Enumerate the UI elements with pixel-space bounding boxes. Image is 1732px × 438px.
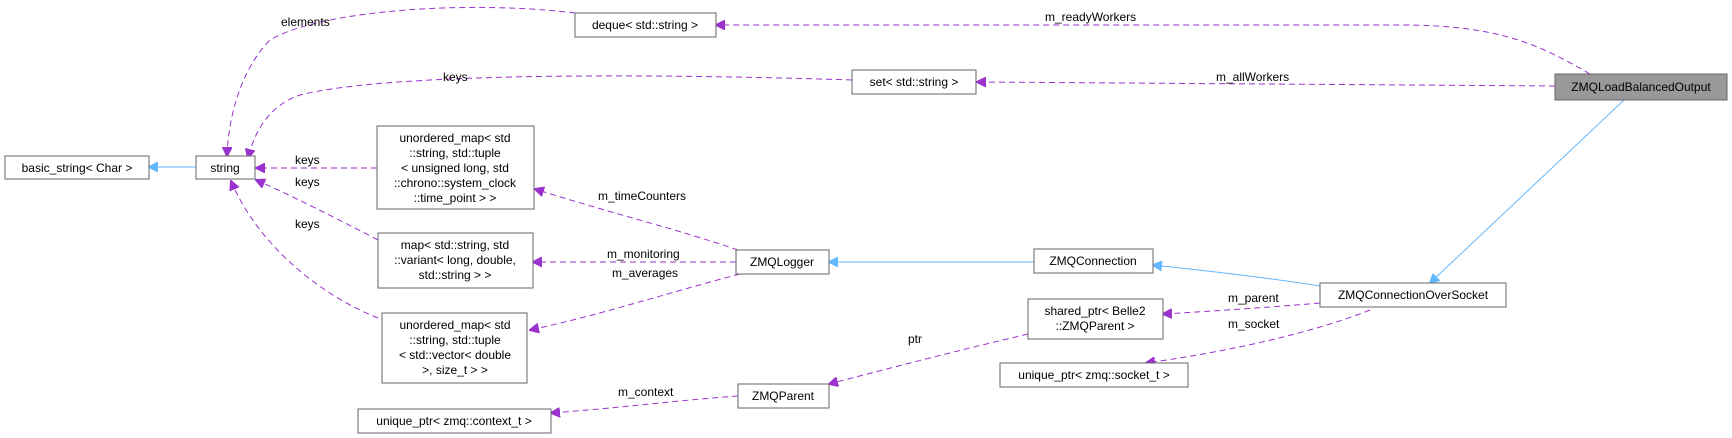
edge-set-string [248, 75, 853, 158]
node-zmqlogger[interactable]: ZMQLogger [735, 249, 830, 275]
edge-labels: elements keys keys keys keys m_readyWork… [281, 10, 1289, 399]
node-umap-avg-line-2: < std::vector< double [399, 348, 511, 362]
edge-parent-context [551, 395, 739, 413]
node-zmqparent-line-0: ZMQParent [752, 389, 815, 403]
node-umap-time-line-1: ::string, std::tuple [409, 146, 501, 160]
node-umap-time-line-2: < unsigned long, std [401, 161, 509, 175]
node-shared-ptr-parent[interactable]: shared_ptr< Belle2 ::ZMQParent > [1027, 298, 1164, 340]
nodes: basic_string< Char > string deque< std::… [4, 12, 1728, 434]
node-unordered-map-time[interactable]: unordered_map< std ::string, std::tuple … [376, 125, 535, 210]
edge-oversocket-inherits-connection [1153, 265, 1321, 287]
node-sharedptr-line-1: ::ZMQParent > [1055, 319, 1134, 333]
edge-loadbalanced-inherits-oversocket [1430, 99, 1625, 283]
label-m-timecounters: m_timeCounters [598, 189, 686, 203]
edge-logger-umap-avg [530, 273, 741, 330]
label-elements: elements [281, 15, 330, 29]
label-m-allworkers: m_allWorkers [1216, 70, 1289, 84]
node-set[interactable]: set< std::string > [851, 69, 977, 95]
edge-umap-avg-string [231, 181, 379, 319]
node-umap-time-line-4: ::time_point > > [414, 191, 497, 205]
node-umap-time-line-0: unordered_map< std [399, 131, 510, 145]
edge-lbo-set [977, 82, 1556, 86]
label-m-averages: m_averages [612, 266, 678, 280]
node-zmqloadbalancedoutput[interactable]: ZMQLoadBalancedOutput [1554, 73, 1728, 101]
edges [149, 6, 1625, 413]
label-keys-umap-time: keys [295, 153, 320, 167]
label-keys-set: keys [443, 70, 468, 84]
label-keys-umap-avg: keys [295, 217, 320, 231]
node-map-variant[interactable]: map< std::string, std ::variant< long, d… [377, 232, 534, 289]
label-m-parent: m_parent [1228, 291, 1279, 305]
node-deque[interactable]: deque< std::string > [574, 12, 717, 38]
node-umap-avg-line-1: ::string, std::tuple [409, 333, 501, 347]
edge-oversocket-sharedptr [1163, 302, 1321, 314]
edge-sharedptr-parent [829, 333, 1029, 384]
node-set-line-0: set< std::string > [870, 75, 959, 89]
edge-logger-umap-time [535, 189, 739, 251]
label-keys-map: keys [295, 175, 320, 189]
node-umap-time-line-3: ::chrono::system_clock [394, 176, 517, 190]
node-unique-ptr-socket[interactable]: unique_ptr< zmq::socket_t > [999, 362, 1189, 388]
edge-lbo-deque [716, 25, 1591, 75]
node-map-line-0: map< std::string, std [401, 238, 509, 252]
node-umap-avg-line-0: unordered_map< std [399, 318, 510, 332]
node-unique-ptr-context[interactable]: unique_ptr< zmq::context_t > [357, 408, 552, 434]
node-map-line-2: std::string > > [419, 268, 492, 282]
node-socket-line-0: unique_ptr< zmq::socket_t > [1018, 368, 1169, 382]
node-zmqconnection-line-0: ZMQConnection [1049, 254, 1136, 268]
node-zmqparent[interactable]: ZMQParent [737, 383, 830, 409]
node-basic-string-line-0: basic_string< Char > [22, 161, 133, 175]
node-deque-line-0: deque< std::string > [592, 18, 698, 32]
node-zmqlogger-line-0: ZMQLogger [750, 255, 814, 269]
node-string[interactable]: string [195, 155, 256, 180]
node-lbo-line-0: ZMQLoadBalancedOutput [1571, 80, 1711, 94]
node-context-line-0: unique_ptr< zmq::context_t > [376, 414, 531, 428]
node-umap-avg-line-3: >, size_t > > [422, 363, 488, 377]
label-ptr: ptr [908, 332, 922, 346]
label-m-readyworkers: m_readyWorkers [1045, 10, 1136, 24]
node-unordered-map-avg[interactable]: unordered_map< std ::string, std::tuple … [381, 312, 528, 384]
label-m-context: m_context [618, 385, 674, 399]
node-zmqconnection[interactable]: ZMQConnection [1033, 248, 1154, 274]
node-map-line-1: ::variant< long, double, [394, 253, 516, 267]
node-zmqconnectionoversocket[interactable]: ZMQConnectionOverSocket [1319, 282, 1507, 308]
label-m-monitoring: m_monitoring [607, 247, 680, 261]
edge-oversocket-socket [1146, 309, 1371, 363]
node-oversocket-line-0: ZMQConnectionOverSocket [1338, 288, 1489, 302]
node-sharedptr-line-0: shared_ptr< Belle2 [1044, 304, 1145, 318]
node-string-line-0: string [210, 161, 239, 175]
edge-map-string [256, 180, 379, 241]
node-basic-string[interactable]: basic_string< Char > [4, 155, 150, 180]
label-m-socket: m_socket [1228, 317, 1280, 331]
